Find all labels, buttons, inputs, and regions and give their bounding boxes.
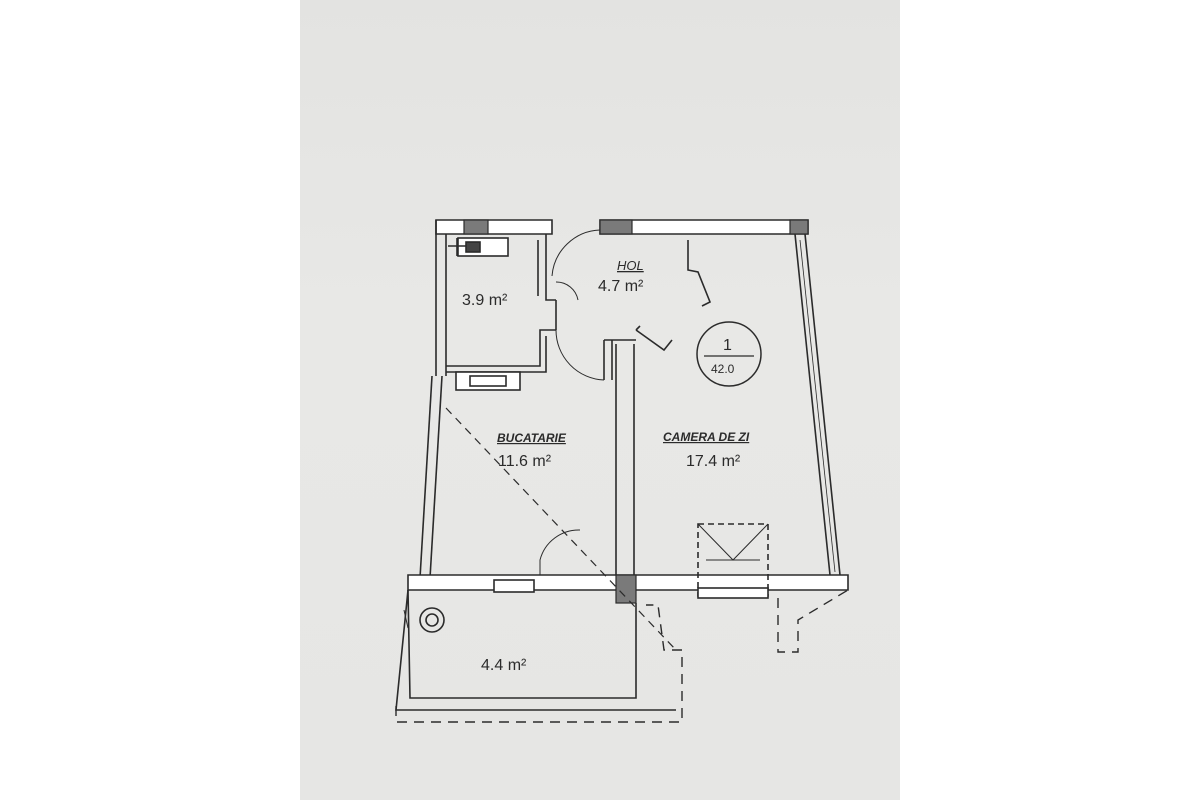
hall-walls xyxy=(551,229,712,575)
hatched-columns xyxy=(463,219,809,604)
kitchen-counter xyxy=(455,371,535,593)
living-room-name-label: CAMERA DE ZI xyxy=(663,430,750,444)
bathroom-area-label: 3.9 m² xyxy=(462,292,508,309)
hall-name-label: HOL xyxy=(617,258,644,273)
hall-area-label: 4.7 m² xyxy=(598,278,644,295)
balcony-area-label: 4.4 m² xyxy=(481,657,527,674)
dashed-outline xyxy=(395,589,849,723)
kitchen-area-label: 11.6 m² xyxy=(498,453,552,470)
outer-walls xyxy=(407,219,849,591)
balcony xyxy=(395,589,676,711)
kitchen-name-label: BUCATARIE xyxy=(497,431,567,445)
window-bay xyxy=(697,523,769,599)
apartment-number-label: 1 xyxy=(723,337,732,354)
apartment-total-area-label: 42.0 xyxy=(711,362,735,376)
apartment-tag xyxy=(696,321,762,387)
living-room-area-label: 17.4 m² xyxy=(686,453,741,470)
